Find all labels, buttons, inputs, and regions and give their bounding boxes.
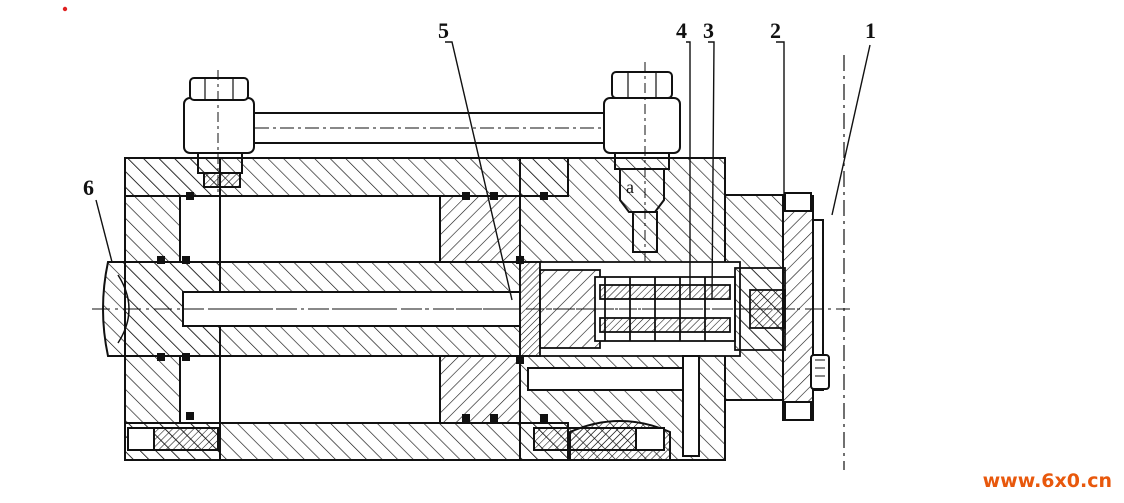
lower-passage [127,355,700,461]
label-5: 5 [438,18,449,43]
leader-lines [95,41,871,301]
label-3: 3 [703,18,714,43]
corner-dot [62,6,68,12]
port-mark-a: a [626,177,634,197]
label-6: 6 [83,175,94,200]
seals [157,192,548,422]
valve-spool [519,261,800,357]
watermark: www.6x0.cn [983,470,1112,492]
end-cover-fittings [784,192,830,421]
label-1: 1 [865,18,876,43]
label-2: 2 [770,18,781,43]
label-4: 4 [676,18,687,43]
